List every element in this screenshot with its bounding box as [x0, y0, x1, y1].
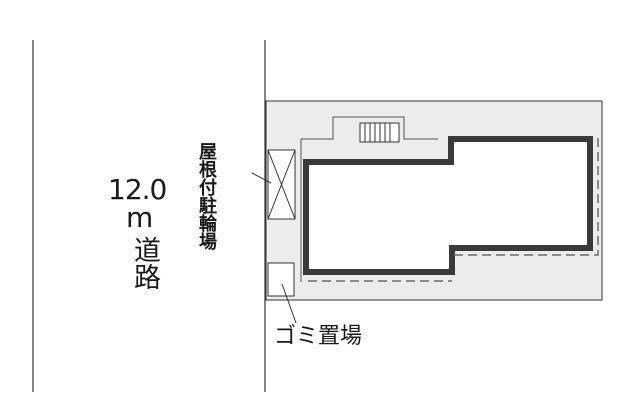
bicycle-parking-leader: [251, 172, 272, 184]
balcony-east: [454, 136, 599, 256]
bicycle-parking-label: 屋根付駐輪場: [196, 142, 217, 250]
road-name-label: 道路: [129, 236, 160, 290]
staircase: [359, 122, 400, 143]
road-width-unit: m: [126, 201, 154, 234]
road-width-label: 12.0: [108, 173, 167, 206]
building: [303, 136, 593, 275]
entrance-canopy: [301, 116, 438, 140]
garbage-area: [267, 262, 295, 297]
garbage-area-label: ゴミ置場: [274, 324, 363, 349]
garbage-area-leader: [281, 283, 297, 324]
bicycle-parking-area: [267, 149, 296, 220]
